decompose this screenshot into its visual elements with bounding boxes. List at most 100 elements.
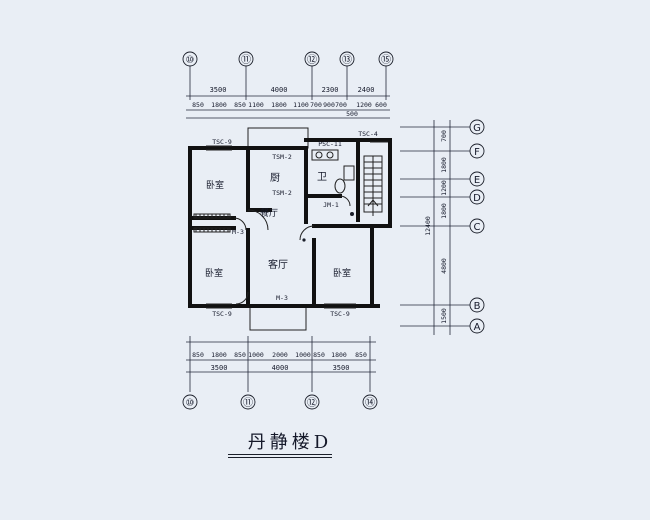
label-tsc4: TSC-4 [358,130,378,138]
top-dim-major-1: 3500 [210,86,227,94]
axis-label-11-top: ⑪ [241,54,251,66]
bottom-dim-major-1: 3500 [211,364,228,372]
top-dim-minor-10: 1200 [356,101,372,109]
door-swings [233,195,351,305]
right-dim-7: 1500 [440,308,448,324]
stair [363,155,383,216]
right-dim-4: 1200 [440,180,448,196]
bottom-dim-minor-8: 1800 [331,351,347,359]
top-dim-major-2: 4000 [271,86,288,94]
axis-bubble-14-bottom [362,394,378,410]
right-dim-total: 12400 [424,216,432,236]
axis-bubble-e [469,171,485,187]
axis-label-g: G [473,123,481,134]
axis-bubble-d [469,189,485,205]
bottom-dim-minor-5: 2000 [272,351,288,359]
top-dim-minor-11: 600 [375,101,387,109]
axis-label-b: B [474,301,481,312]
axis-bubble-11-top [238,51,254,67]
room-living: 客厅 [268,258,288,271]
axis-label-14-bottom: ⑭ [365,397,375,409]
label-jm1: JM-1 [323,201,339,209]
bottom-dim-minor-4: 1000 [248,351,264,359]
axis-bubble-10-top [182,51,198,67]
toilet [334,178,346,194]
axis-label-e: E [474,175,480,186]
top-axis-markers: ⑩ ⑪ ⑫ ⑬ ⑮ [182,51,394,100]
right-dim-6: 4800 [440,258,448,274]
walls [188,127,392,331]
label-tsm2-b: TSM-2 [272,189,292,197]
axis-bubble-12-bottom [304,394,320,410]
top-dim-minor-5: 1800 [271,101,287,109]
right-dim-1: 700 [440,130,448,142]
right-axis-markers: G F E D C B A 700 900 1800 1200 1800 480… [400,119,485,335]
label-tsc9-bottom-right: TSC-9 [330,310,350,318]
axis-bubble-10-bottom [182,394,198,410]
top-dim-minor-8: 900 [323,101,335,109]
bottom-dim-minor-3: 850 [234,351,246,359]
drawing-title: 丹静楼D [247,432,333,453]
label-m3-a: M-3 [232,228,244,236]
top-dimensions: 3500 4000 2300 2400 850 1800 850 1100 18… [186,86,390,119]
bottom-dim-minor-9: 850 [355,351,367,359]
room-kitchen: 厨 [270,172,280,184]
label-tsc9-bottom-left: TSC-9 [212,310,232,318]
top-dim-major-4: 2400 [358,86,375,94]
axis-bubble-g [469,119,485,135]
bottom-dim-minor-1: 850 [192,351,204,359]
top-dim-minor-9: 700 [335,101,347,109]
axis-bubble-a [469,318,485,334]
title-underline [228,454,332,455]
right-dim-5: 1800 [440,203,448,219]
label-tsc9-top: TSC-9 [212,138,232,146]
bottom-dim-minor-7: 850 [313,351,325,359]
top-dim-minor-2: 1800 [211,101,227,109]
bottom-axis-markers: ⑩ ⑪ ⑫ ⑭ [182,394,378,410]
axis-bubble-15-top [378,51,394,67]
right-dim-3: 1800 [440,157,448,173]
top-dim-minor-6: 1100 [293,101,309,109]
washbasin [343,165,355,181]
axis-label-13-top: ⑬ [342,54,352,66]
axis-label-d: D [473,193,481,204]
title-underline-double [228,457,332,458]
axis-label-15-top: ⑮ [381,54,391,66]
axis-bubble-12-top [304,51,320,67]
fixtures [302,149,355,242]
bottom-dim-minor-2: 1800 [211,351,227,359]
bottom-dim-major-3: 3500 [333,364,350,372]
bottom-dimensions: 850 1800 850 1000 2000 1000 850 1800 850… [186,336,376,392]
axis-label-12-bottom: ⑫ [307,397,317,409]
axis-label-10-bottom: ⑩ [186,398,195,409]
room-bedroom-top-left: 卧室 [206,179,224,191]
axis-label-f: F [474,147,480,158]
room-dining: 餐厅 [260,207,278,219]
axis-label-11-bottom: ⑪ [243,397,253,409]
top-dim-major-3: 2300 [322,86,339,94]
bottom-dim-minor-6: 1000 [295,351,311,359]
window-marks [193,141,388,309]
top-dim-minor-3: 850 [234,101,246,109]
axis-label-12-top: ⑫ [307,54,317,66]
axis-bubble-11-bottom [240,394,256,410]
axis-label-10-top: ⑩ [186,55,195,66]
top-dim-minor-7: 700 [310,101,322,109]
top-dim-minor-4: 1100 [248,101,264,109]
room-bath: 卫 [317,172,327,183]
room-bedroom-bottom-left: 卧室 [205,267,223,279]
axis-bubble-c [469,218,485,234]
bottom-dim-major-2: 4000 [272,364,289,372]
axis-bubble-f [469,143,485,159]
axis-bubble-b [469,297,485,313]
label-psc11: PSC-11 [318,140,342,148]
top-dim-extra: 500 [346,110,358,118]
label-tsm2-a: TSM-2 [272,153,292,161]
axis-label-c: C [474,222,481,233]
top-dim-minor-1: 850 [192,101,204,109]
axis-bubble-13-top [339,51,355,67]
room-bedroom-bottom-right: 卧室 [333,267,351,279]
kitchen-counter [311,149,339,161]
label-m3-b: M-3 [276,294,288,302]
